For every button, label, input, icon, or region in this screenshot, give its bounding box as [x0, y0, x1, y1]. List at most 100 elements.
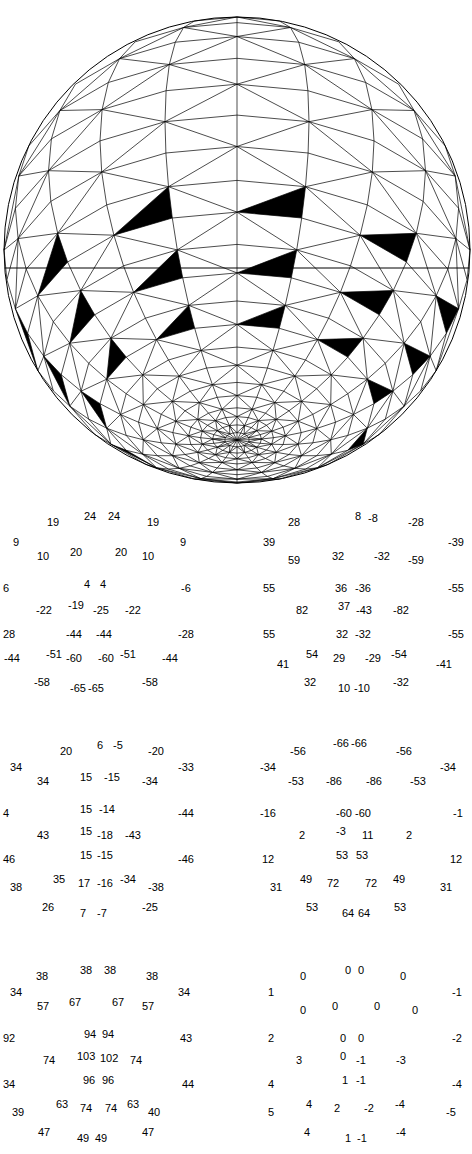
value-label: -1 [452, 987, 462, 998]
value-label: 49 [95, 1133, 107, 1144]
value-label: 0 [412, 1005, 418, 1016]
value-label: 38 [10, 882, 22, 893]
value-label: 38 [36, 971, 48, 982]
value-label: -44 [178, 808, 194, 819]
value-label: -53 [288, 776, 304, 787]
value-label: 94 [102, 1029, 114, 1040]
value-label: 0 [300, 1005, 306, 1016]
value-label: 28 [3, 629, 15, 640]
value-label: 0 [374, 1001, 380, 1012]
value-label: 35 [53, 874, 65, 885]
value-label: -5 [113, 740, 123, 751]
value-label: 43 [37, 830, 49, 841]
value-label: 39 [12, 1107, 24, 1118]
value-label: 96 [83, 1075, 95, 1086]
value-label: -28 [408, 517, 424, 528]
value-label: 72 [365, 878, 377, 889]
value-label: 64 [358, 908, 370, 919]
value-label: 46 [3, 854, 15, 865]
value-label: 103 [77, 1051, 95, 1062]
value-label: -14 [99, 804, 115, 815]
value-label: -41 [436, 659, 452, 670]
value-label: 63 [56, 1099, 68, 1110]
value-label: -8 [368, 513, 378, 524]
value-label: 2 [299, 830, 305, 841]
value-label: 0 [340, 1051, 346, 1062]
value-label: 37 [338, 601, 350, 612]
value-label: -18 [97, 830, 113, 841]
value-label: 19 [47, 517, 59, 528]
value-label: -58 [142, 677, 158, 688]
value-label: 0 [358, 965, 364, 976]
sphere-mesh [4, 17, 470, 483]
value-label: -55 [448, 583, 464, 594]
value-label: 0 [400, 971, 406, 982]
value-label: 17 [78, 878, 90, 889]
value-label: -55 [448, 629, 464, 640]
filled-triangles [15, 187, 458, 468]
value-label: -20 [148, 746, 164, 757]
value-label: 53 [336, 850, 348, 861]
value-label: 6 [97, 740, 103, 751]
value-label: 36 [335, 583, 347, 594]
value-label: 0 [332, 1001, 338, 1012]
value-label: 49 [77, 1133, 89, 1144]
value-label: -32 [374, 551, 390, 562]
value-label: 15 [80, 804, 92, 815]
value-label: 72 [327, 878, 339, 889]
value-label: 59 [288, 555, 300, 566]
value-label: 28 [288, 517, 300, 528]
value-label: 74 [80, 1103, 92, 1114]
value-label: 0 [300, 971, 306, 982]
value-label: 2 [334, 1103, 340, 1114]
value-label: 67 [112, 997, 124, 1008]
value-label: -44 [96, 629, 112, 640]
value-label: 53 [356, 850, 368, 861]
value-label: 57 [37, 1001, 49, 1012]
value-label: 3 [296, 1055, 302, 1066]
value-label: -65 [70, 683, 86, 694]
value-label: -59 [408, 555, 424, 566]
value-label: 0 [358, 1033, 364, 1044]
value-label: -28 [178, 629, 194, 640]
value-label: 74 [105, 1103, 117, 1114]
value-label: 67 [69, 997, 81, 1008]
value-label: 32 [336, 629, 348, 640]
value-label: 34 [178, 987, 190, 998]
value-label: -22 [36, 605, 52, 616]
value-label: 15 [80, 772, 92, 783]
value-label: -16 [260, 808, 276, 819]
value-label: 92 [3, 1033, 15, 1044]
value-label: 11 [362, 830, 373, 841]
sphere-outline [4, 17, 470, 483]
value-label: -36 [355, 583, 371, 594]
value-label: -2 [364, 1103, 374, 1114]
value-label: -25 [142, 902, 158, 913]
mesh-lines [4, 17, 470, 483]
rim-line [5, 268, 470, 269]
value-label: -39 [448, 537, 464, 548]
value-label: -46 [178, 854, 194, 865]
value-label: 54 [306, 649, 318, 660]
value-label: 41 [277, 659, 289, 670]
value-label: 9 [13, 537, 19, 548]
value-label: 55 [263, 629, 275, 640]
value-label: 31 [270, 882, 282, 893]
value-label: 94 [84, 1029, 96, 1040]
value-label: 15 [80, 826, 92, 837]
value-label: 74 [43, 1055, 55, 1066]
value-label: -33 [178, 762, 194, 773]
value-label: -6 [181, 583, 191, 594]
value-label: -66 [333, 738, 349, 749]
value-label: 38 [146, 971, 158, 982]
value-label: -34 [260, 762, 276, 773]
value-label: 47 [38, 1127, 50, 1138]
value-label: 47 [142, 1127, 154, 1138]
value-label: 2 [268, 1033, 274, 1044]
value-label: 0 [345, 965, 351, 976]
value-label: 31 [440, 882, 452, 893]
value-label: 1 [342, 1075, 348, 1086]
value-label: -34 [440, 762, 456, 773]
value-label: 10 [37, 551, 49, 562]
value-label: 38 [80, 965, 92, 976]
